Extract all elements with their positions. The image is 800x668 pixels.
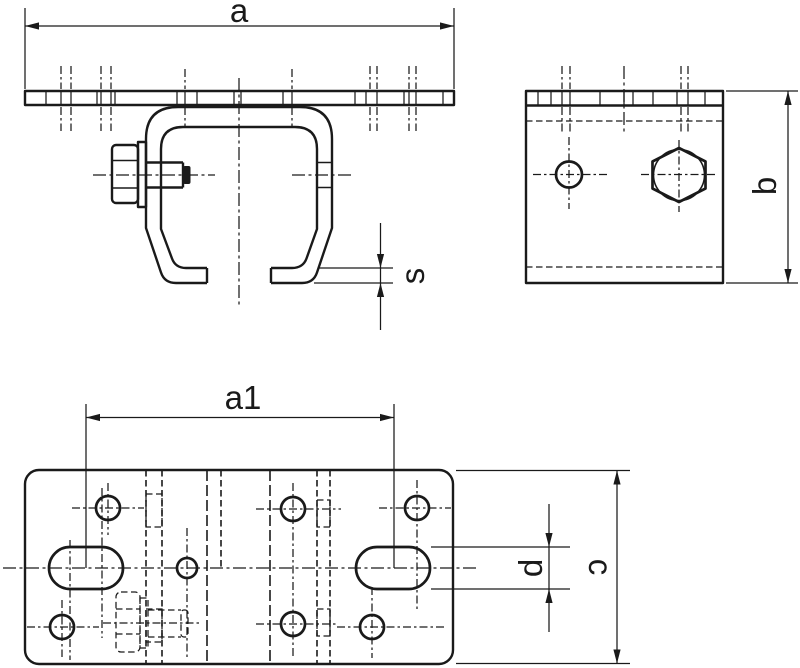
slot-hole-right	[354, 545, 432, 591]
dim-s-extension-lines	[314, 267, 393, 284]
dim-d-extension-lines	[431, 546, 570, 590]
dim-c-arrow-top	[613, 470, 621, 485]
dimension-b: b	[726, 90, 798, 284]
clip-tab	[316, 608, 331, 637]
dim-b-arrow-top	[784, 91, 792, 105]
dim-label-b: b	[746, 177, 783, 195]
front-plate-hole-ticks	[45, 91, 444, 105]
dim-a1-arrow-left	[86, 413, 100, 422]
bolt-head	[110, 143, 140, 205]
c-rail-outer	[144, 105, 334, 285]
dimension-d: d	[431, 504, 570, 632]
plan-view: a1	[3, 379, 630, 666]
dim-c-extension-lines	[456, 469, 630, 665]
dim-a-extension-lines	[24, 8, 455, 89]
dim-label-a: a	[230, 0, 249, 29]
dim-c-arrow-bottom	[613, 649, 621, 664]
dim-label-a1: a1	[225, 379, 262, 416]
side-hole-crosshair	[533, 137, 607, 209]
side-hex-nut	[641, 140, 716, 212]
c-rail-lip-ends	[205, 268, 273, 283]
plan-bolt-hidden	[103, 591, 199, 653]
plan-hole-center-lines	[27, 480, 451, 660]
plan-rail-edges	[145, 470, 331, 664]
dim-d-arrow-top	[545, 533, 553, 547]
clip-tab	[145, 493, 163, 528]
dim-b-arrow-bottom	[784, 269, 792, 283]
side-hidden-hole-lines	[561, 66, 689, 133]
dimension-a1: a1	[85, 379, 395, 568]
dim-s-arrow-top	[376, 254, 385, 268]
dim-label-s: s	[394, 268, 431, 285]
clip-tab	[145, 608, 163, 643]
side-hidden-bend-lines	[526, 120, 723, 268]
dim-a-arrow-right	[440, 22, 454, 30]
dim-a1-extension-lines	[85, 404, 395, 568]
dim-a-arrow-left	[25, 22, 39, 30]
dim-label-c: c	[582, 559, 619, 576]
dim-s-arrow-bottom	[376, 283, 385, 297]
side-plate-ticks	[537, 91, 706, 105]
clip-tab	[316, 499, 331, 528]
dim-a1-arrow-right	[380, 413, 394, 422]
hex-nut-crosshair	[641, 140, 716, 212]
c-rail-profile	[144, 105, 334, 285]
front-hidden-hole-lines	[60, 66, 417, 131]
c-rail-bolt-hole-lines	[317, 161, 332, 189]
dim-b-extension-lines	[726, 90, 798, 284]
bolt-head-hidden	[115, 591, 141, 653]
slot-hole-left	[47, 545, 125, 591]
dimension-s: s	[314, 223, 431, 330]
side-view: b	[524, 66, 798, 285]
bolt-shaft-hidden	[148, 609, 181, 638]
plan-plate-outline	[23, 468, 455, 666]
dim-label-d: d	[512, 559, 549, 577]
bolt-front	[93, 140, 354, 209]
bolt-head-facets	[112, 159, 138, 189]
dimension-a: a	[24, 0, 455, 89]
front-view: a	[23, 0, 456, 330]
bolt-head-facets-hidden	[116, 608, 140, 635]
dimension-c: c	[456, 469, 630, 665]
c-rail-inner	[159, 125, 319, 270]
dim-d-arrow-bottom	[545, 589, 553, 603]
